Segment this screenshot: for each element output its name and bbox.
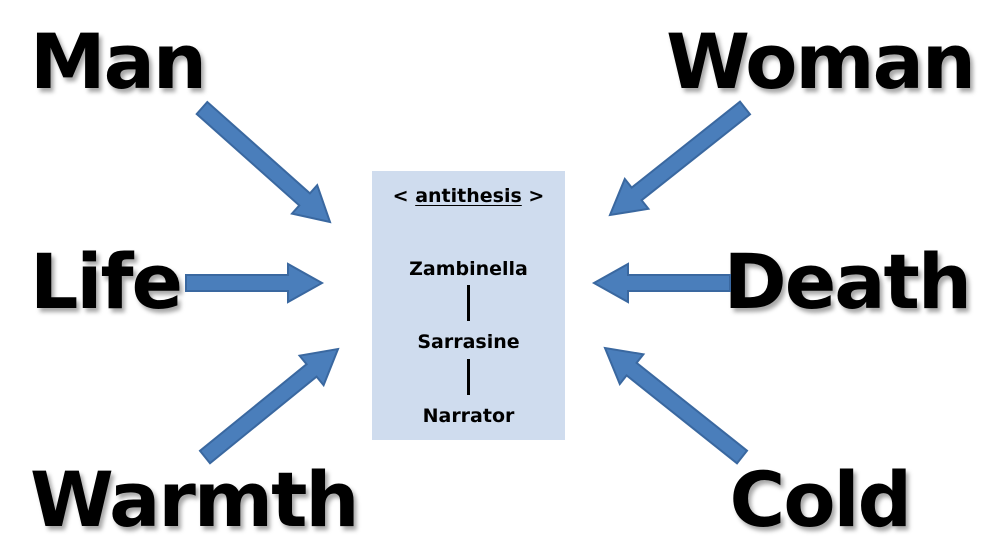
arrow-man [195,100,332,224]
arrow-cold [603,346,749,465]
chain-name-sarrasine: Sarrasine [417,331,520,353]
term-life: Life [30,237,183,326]
term-warmth: Warmth [30,455,360,544]
chain-connector [467,285,470,321]
term-woman: Woman [666,17,976,106]
chain-name-narrator: Narrator [422,405,515,427]
chain-connector [467,359,470,395]
antithesis-box: < antithesis > Zambinella Sarrasine Narr… [372,171,565,440]
heading-open-bracket: < [392,185,409,207]
antithesis-heading: < antithesis > [372,185,565,207]
term-death: Death [723,237,972,326]
arrow-life [185,262,325,304]
term-man: Man [30,17,207,106]
arrow-warmth [198,347,340,465]
heading-close-bracket: > [528,185,545,207]
heading-term: antithesis [415,185,522,207]
term-cold: Cold [729,455,912,544]
chain-name-zambinella: Zambinella [409,258,528,280]
arrow-death [591,262,731,304]
arrow-woman [608,100,752,217]
